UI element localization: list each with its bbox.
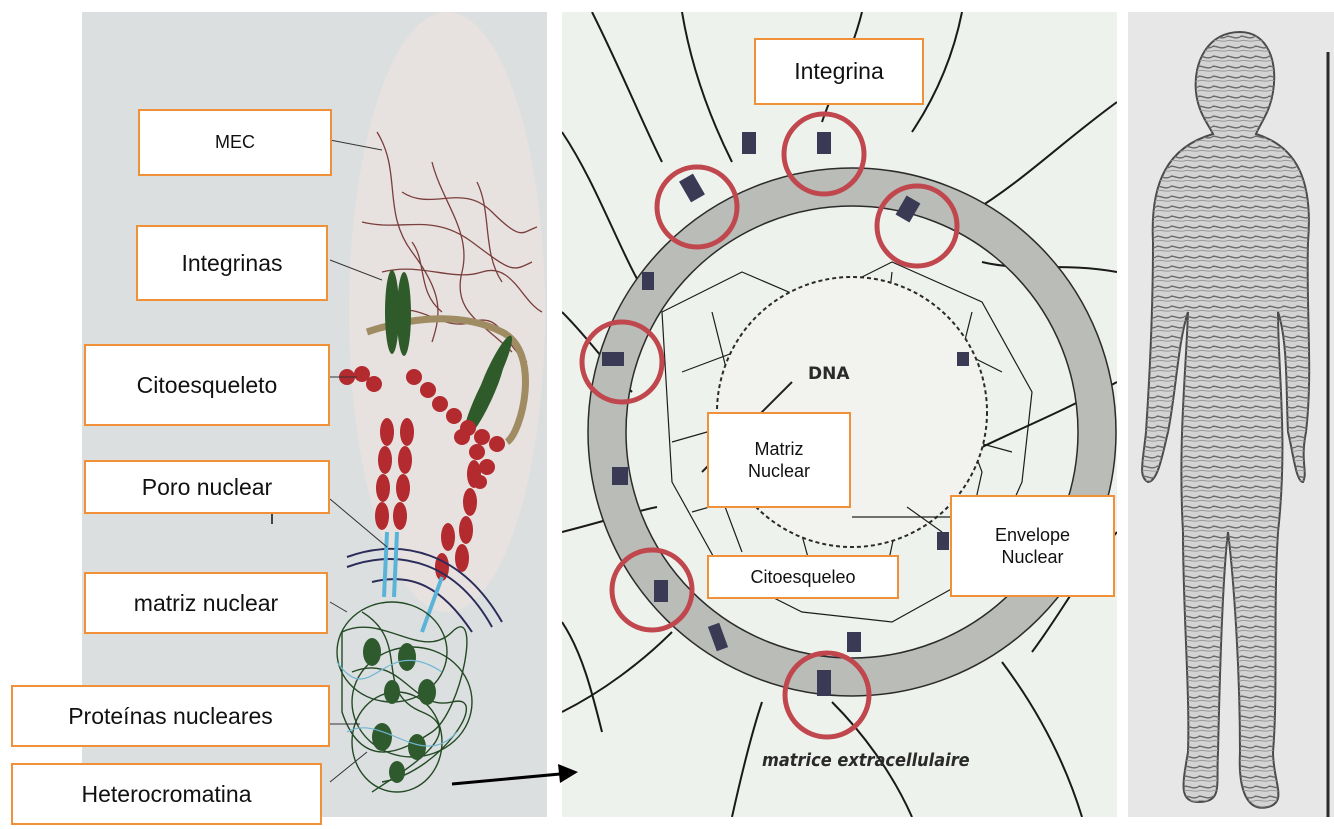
label-integrinas: Integrinas [136, 225, 328, 301]
label-integrina: Integrina [754, 38, 924, 105]
label-citoesqueleto: Citoesqueleto [84, 344, 330, 426]
heterochromatin-blobs [363, 638, 436, 783]
label-proteinas-nucleares: Proteínas nucleares [11, 685, 330, 747]
nuclear-matrix-tangle [337, 602, 472, 792]
label-envelope-nuclear: Envelope Nuclear [950, 495, 1115, 597]
label-matriz-nuclear-center: Matriz Nuclear [707, 412, 851, 508]
matrice-extracellulaire-text: matrice extracellulaire [762, 750, 970, 771]
label-heterocromatina: Heterocromatina [11, 763, 322, 825]
label-matriz-nuclear: matriz nuclear [84, 572, 328, 634]
human-figure-panel [1128, 12, 1334, 817]
label-poro-nuclear: Poro nuclear [84, 460, 330, 514]
integrin-shape-2 [397, 272, 411, 356]
label-mec: MEC [138, 109, 332, 176]
integrin-shape-1 [385, 270, 399, 354]
dna-text: DNA [808, 364, 850, 384]
label-citoesqueleo: Citoesqueleo [707, 555, 899, 599]
human-silhouette [1142, 32, 1309, 808]
